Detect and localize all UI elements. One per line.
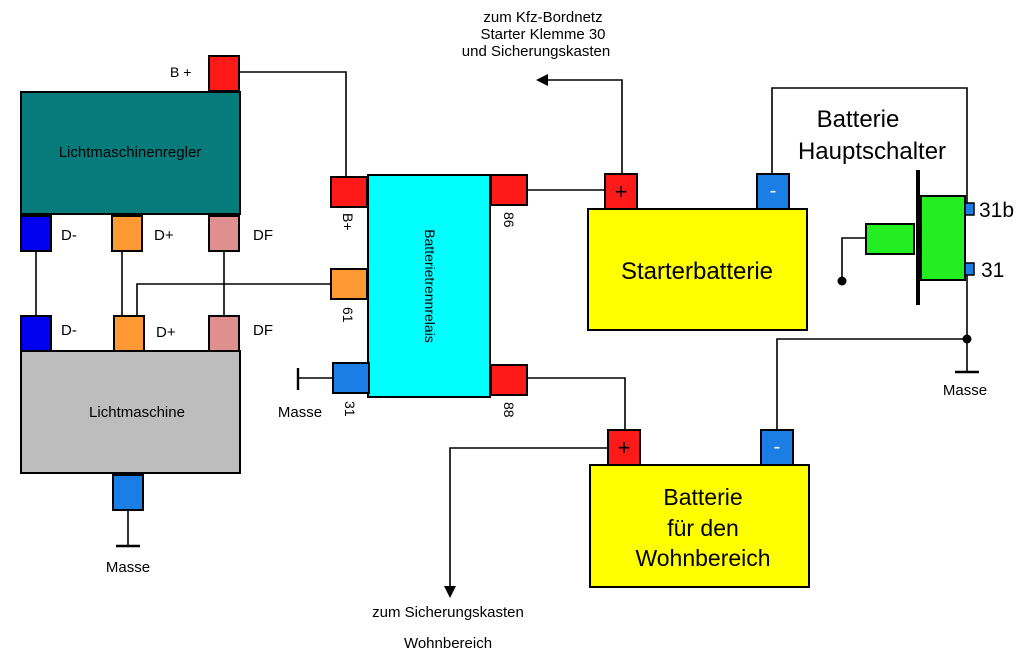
wires xyxy=(35,71,979,598)
wire-masse-wohn-minus xyxy=(776,338,967,430)
wohnbatterie-minus-sign: - xyxy=(774,436,781,458)
wohnbatterie-minus-terminal xyxy=(760,429,794,466)
starterbatterie-body xyxy=(587,208,808,331)
relais-31-terminal xyxy=(332,362,370,394)
lichtmaschine-df-terminal xyxy=(208,315,240,352)
starterbatterie-label: Starterbatterie xyxy=(621,258,773,285)
switch-31b-label: 31b xyxy=(979,199,1014,222)
lichtmaschine-body xyxy=(20,350,241,474)
regler-label: Lichtmaschinenregler xyxy=(59,144,202,161)
wohnbatterie-body xyxy=(589,464,810,588)
lichtmaschine-dplus-label: D+ xyxy=(156,324,176,341)
wohnbatterie-label-line-1: Batterie xyxy=(663,484,742,510)
lichtmaschinenregler: Lichtmaschinenregler B + D- D+ DF xyxy=(20,55,273,252)
switch-lever-knob xyxy=(837,276,847,286)
wohnbatterie-label-line-3: Wohnbereich xyxy=(635,545,770,571)
bordnetz-note-line-2: Starter Klemme 30 xyxy=(480,26,605,43)
bordnetz-note-line-1: zum Kfz-Bordnetz xyxy=(483,9,602,26)
starterbatterie-plus-sign: + xyxy=(615,179,628,204)
regler-df-terminal xyxy=(208,215,240,252)
relais-label: Batterietrennrelais xyxy=(422,229,438,343)
relais-88-label: 88 xyxy=(501,402,517,418)
relais-body xyxy=(367,174,491,398)
wire-wohn-plus-sicherung xyxy=(444,447,608,598)
wire-starter-plus-bordnetz xyxy=(536,74,623,175)
wire-starter-minus-switch xyxy=(771,87,968,208)
switch-body xyxy=(920,195,966,281)
wire-dplus-relais-61 xyxy=(136,283,334,316)
wohnbatterie-plus-terminal xyxy=(607,429,641,466)
starterbatterie: Starterbatterie + - xyxy=(587,173,808,331)
relais-86-terminal xyxy=(490,174,528,206)
relais-86-label: 86 xyxy=(501,212,517,228)
lichtmaschine-df-label: DF xyxy=(253,322,273,339)
starterbatterie-minus-terminal xyxy=(756,173,790,210)
lichtmaschine-masse-terminal xyxy=(112,474,144,511)
regler-dminus-terminal xyxy=(20,215,52,252)
hauptschalter-label-line-1: Batterie xyxy=(817,106,900,133)
wire-bplus-regler-relais xyxy=(238,71,347,177)
relais-88-terminal xyxy=(490,364,528,396)
relais-31-label: 31 xyxy=(342,401,358,417)
relais-masse-label: Masse xyxy=(278,404,322,421)
sicherung-wohn-note-line-2: Wohnbereich xyxy=(404,635,492,652)
wohnbatterie-plus-sign: + xyxy=(618,435,631,460)
batterie-hauptschalter: Batterie Hauptschalter 31b 31 Masse xyxy=(798,106,1014,399)
wohnbatterie-label-line-2: für den xyxy=(667,515,739,541)
lichtmaschine-dminus-terminal xyxy=(20,315,52,352)
regler-dplus-terminal xyxy=(111,215,143,252)
switch-31-terminal xyxy=(964,262,975,276)
switch-31b-terminal xyxy=(964,202,975,216)
relais-61-label: 61 xyxy=(340,307,356,323)
lichtmaschine-dplus-terminal xyxy=(113,315,145,352)
lichtmaschine-dminus-label: D- xyxy=(61,322,77,339)
regler-bplus-terminal xyxy=(208,55,240,92)
relais-61-terminal xyxy=(330,268,368,300)
relais-bplus-terminal xyxy=(330,176,368,208)
regler-df-label: DF xyxy=(253,227,273,244)
switch-31-label: 31 xyxy=(981,259,1004,282)
regler-dminus-label: D- xyxy=(61,227,77,244)
hauptschalter-label-line-2: Hauptschalter xyxy=(798,138,946,165)
bordnetz-note-line-3: und Sicherungskasten xyxy=(462,43,610,60)
starterbatterie-plus-terminal xyxy=(604,173,638,210)
wire-relais-88-wohn-plus xyxy=(527,377,626,430)
lichtmaschine: D- D+ DF Lichtmaschine Masse xyxy=(20,315,273,576)
regler-body xyxy=(20,91,241,215)
regler-dplus-label: D+ xyxy=(154,227,174,244)
starterbatterie-minus-sign: - xyxy=(770,180,777,202)
wohnbatterie: Batterie für den Wohnbereich + - xyxy=(589,429,810,588)
batterietrennrelais: Batterietrennrelais B+ 61 31 Masse 86 88 xyxy=(278,174,528,421)
relais-bplus-label: B+ xyxy=(340,213,356,231)
sicherung-wohn-note-line-1: zum Sicherungskasten xyxy=(372,604,524,621)
switch-handle xyxy=(865,223,915,255)
switch-lever xyxy=(841,237,866,278)
lichtmaschine-masse-label: Masse xyxy=(106,559,150,576)
regler-bplus-label: B + xyxy=(170,64,191,80)
switch-masse-label: Masse xyxy=(943,382,987,399)
lichtmaschine-label: Lichtmaschine xyxy=(89,404,185,421)
annotations: zum Kfz-Bordnetz Starter Klemme 30 und S… xyxy=(372,9,610,652)
